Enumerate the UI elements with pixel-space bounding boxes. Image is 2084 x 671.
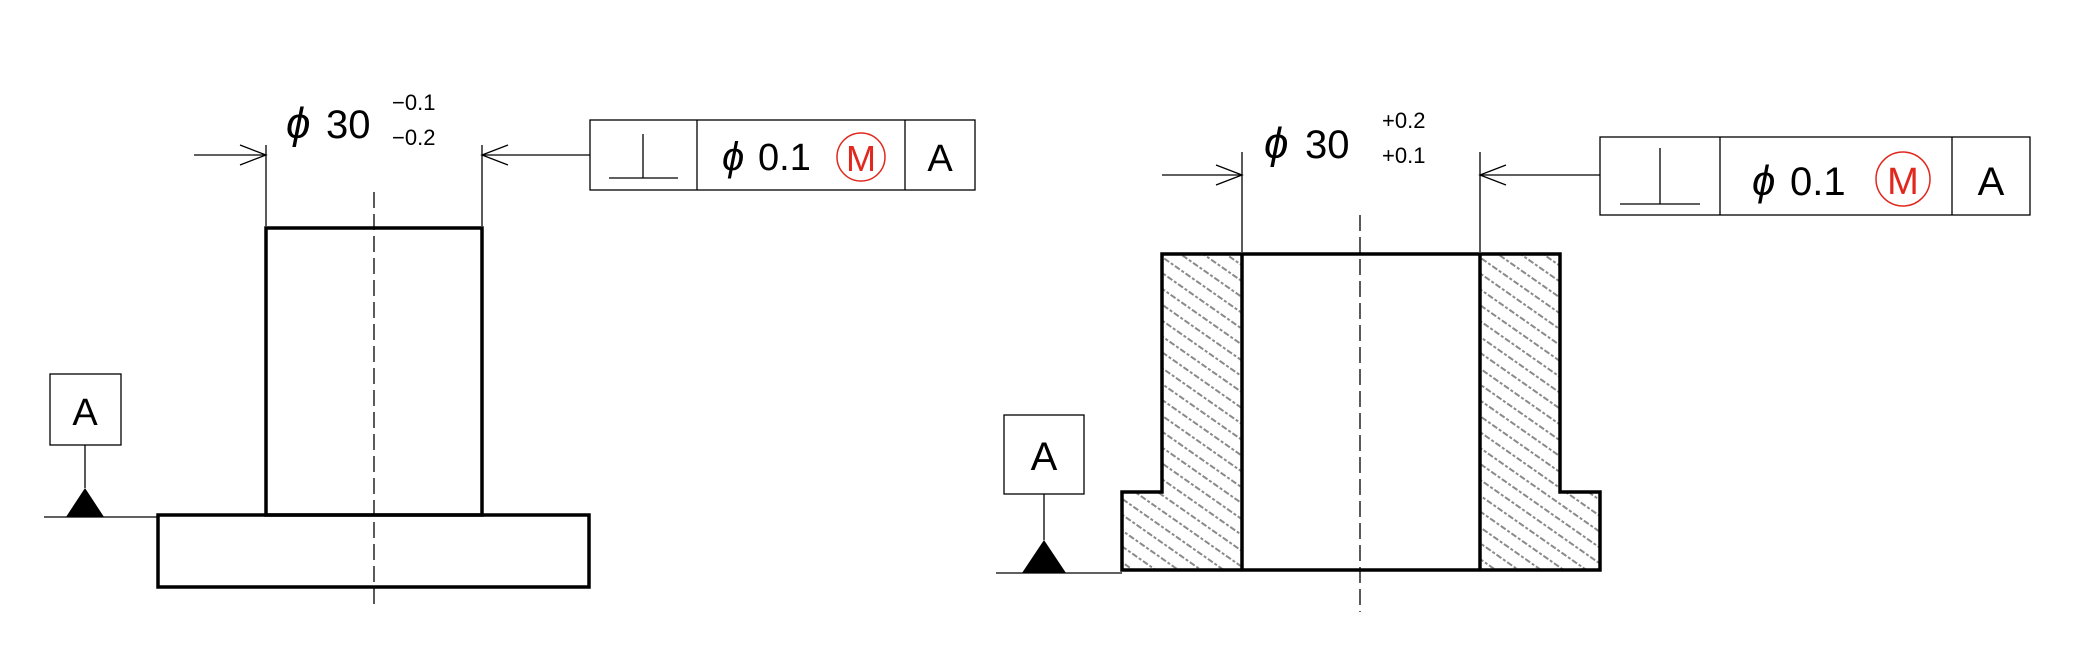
- left-datum-feature-symbol: A: [44, 373, 158, 518]
- left-tolerance-upper: −0.1: [392, 90, 435, 115]
- right-tolerance-upper: +0.2: [1382, 108, 1425, 133]
- left-fcf-tolerance-value: 0.1: [758, 137, 811, 179]
- left-datum-label: A: [72, 392, 98, 434]
- right-feature-control-frame: ϕ 0.1 M A: [1599, 136, 2031, 216]
- right-diameter-symbol: ϕ: [1264, 119, 1288, 168]
- right-nominal-size: 30: [1305, 123, 1350, 167]
- right-fcf-datum-ref: A: [1978, 160, 2005, 204]
- right-datum-feature-symbol: A: [996, 414, 1122, 574]
- left-nominal-size: 30: [326, 103, 371, 147]
- left-mmc-modifier-circle: [836, 132, 886, 182]
- left-fcf-tolerance-symbol: ϕ: [722, 135, 744, 179]
- left-dimension-line: [194, 144, 590, 166]
- right-fcf-tolerance-symbol: ϕ: [1752, 157, 1775, 204]
- right-tolerance-lower: +0.1: [1382, 143, 1425, 168]
- right-mmc-modifier-circle: [1875, 151, 1931, 207]
- left-feature-control-frame: ϕ 0.1 M A: [589, 119, 976, 191]
- right-fcf-modifier: M: [1887, 161, 1919, 203]
- left-diameter-symbol: ϕ: [286, 99, 310, 148]
- right-section-hatch-right: [1480, 254, 1600, 570]
- right-section-hatch-left: [1122, 254, 1242, 570]
- right-drawing: ϕ 30 +0.2 +0.1 ϕ 0.1 M A A: [996, 108, 2031, 612]
- perpendicularity-icon: [609, 134, 678, 179]
- left-tolerance-lower: −0.2: [392, 125, 435, 150]
- left-fcf-modifier: M: [846, 138, 876, 179]
- right-part-outline: [1120, 252, 1602, 572]
- left-fcf-datum-ref: A: [927, 138, 953, 180]
- perpendicularity-icon: [1620, 148, 1700, 205]
- right-dimension-line: [1162, 164, 1600, 186]
- left-drawing: ϕ 30 −0.1 −0.2 ϕ 0.1 M A A: [44, 90, 976, 610]
- right-datum-label: A: [1031, 435, 1058, 479]
- right-fcf-tolerance-value: 0.1: [1790, 160, 1846, 204]
